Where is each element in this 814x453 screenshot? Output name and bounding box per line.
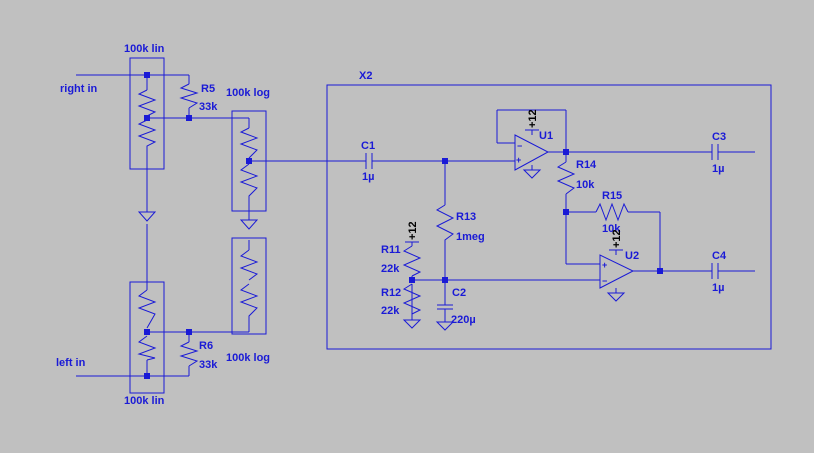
- pot-top-lin-label: 100k lin: [124, 43, 165, 55]
- c3-name: C3: [712, 131, 726, 143]
- u1-plus-sign: +: [516, 155, 521, 165]
- subcircuit-x2-box: [326, 84, 772, 350]
- ground-r12-symbol: [402, 319, 422, 329]
- r5-name: R5: [201, 83, 215, 95]
- u2-opamp: [599, 254, 635, 289]
- r6-resistor: [179, 341, 199, 367]
- junction-dot: [144, 373, 150, 379]
- junction-dot: [246, 158, 252, 164]
- junction-dot: [144, 115, 150, 121]
- r15-value: 10k: [602, 223, 621, 235]
- pot-top-log-body: [231, 110, 267, 212]
- left-in-label: left in: [56, 357, 86, 369]
- pot-top-lin-upper-resistor: [137, 89, 157, 117]
- r12-resistor: [402, 283, 422, 315]
- r14-resistor: [556, 161, 576, 195]
- u2-minus-sign: −: [602, 276, 607, 286]
- junction-dot: [563, 149, 569, 155]
- junction-dot: [563, 209, 569, 215]
- r11-value: 22k: [381, 263, 400, 275]
- junction-dot: [442, 158, 448, 164]
- pot-bottom-lin-lower-resistor: [137, 335, 157, 361]
- r13-resistor: [435, 204, 455, 244]
- u1-supply-label: +12: [527, 109, 539, 128]
- r11-name: R11: [381, 244, 401, 256]
- pot-top-log-upper-resistor: [239, 127, 259, 159]
- r15-resistor: [595, 202, 629, 222]
- right-in-label: right in: [60, 83, 98, 95]
- c4-value: 1µ: [712, 282, 724, 294]
- r5-value: 33k: [199, 101, 218, 113]
- c2-name: C2: [452, 287, 466, 299]
- pot-bottom-log-body: [231, 237, 267, 335]
- pot-bottom-log-lower-resistor: [239, 283, 259, 322]
- u1-opamp: [514, 134, 550, 171]
- ground-lin-symbol: [137, 211, 157, 222]
- junction-dot: [657, 268, 663, 274]
- pot-bottom-lin-body: [129, 281, 165, 394]
- r14-name: R14: [576, 159, 597, 171]
- u2-plus-sign: +: [602, 260, 607, 270]
- r12-name: R12: [381, 287, 401, 299]
- ground-log-symbol: [239, 219, 259, 230]
- u1-name: U1: [539, 130, 553, 142]
- c1-name: C1: [361, 140, 375, 152]
- r6-value: 33k: [199, 359, 218, 371]
- r11-resistor: [402, 245, 422, 277]
- ground-u2-symbol: [606, 292, 626, 302]
- junction-dot: [186, 115, 192, 121]
- c2-value: 220µ: [451, 314, 476, 326]
- r13-value: 1meg: [456, 231, 485, 243]
- c1-value: 1µ: [362, 171, 374, 183]
- u1-minus-sign: −: [517, 141, 522, 151]
- r15-name: R15: [602, 190, 622, 202]
- junction-dot: [144, 72, 150, 78]
- c3-value: 1µ: [712, 163, 724, 175]
- c4-name: C4: [712, 250, 727, 262]
- junction-dot: [144, 329, 150, 335]
- r12-value: 22k: [381, 305, 400, 317]
- junction-dot: [186, 329, 192, 335]
- pot-top-log-label: 100k log: [226, 87, 270, 99]
- c3-capacitor: [711, 144, 719, 160]
- r6-name: R6: [199, 340, 213, 352]
- r11-supply-label: +12: [407, 221, 419, 240]
- pot-bottom-lin-label: 100k lin: [124, 395, 165, 407]
- r14-value: 10k: [576, 179, 595, 191]
- r13-name: R13: [456, 211, 476, 223]
- pot-top-log-lower-resistor: [239, 163, 259, 200]
- pot-top-lin-lower-resistor: [137, 119, 157, 156]
- pot-top-lin-body: [129, 57, 165, 170]
- pot-bottom-log-upper-resistor: [239, 249, 259, 281]
- ground-u1-symbol: [522, 169, 542, 179]
- c4-capacitor: [711, 263, 719, 279]
- pot-bottom-lin-upper-resistor: [137, 289, 157, 329]
- c2-capacitor: [437, 304, 453, 310]
- pot-bottom-log-label: 100k log: [226, 352, 270, 364]
- u2-name: U2: [625, 250, 639, 262]
- r5-resistor: [179, 83, 199, 109]
- u2-supply-label: +12: [611, 229, 623, 248]
- junction-dot: [442, 277, 448, 283]
- c1-capacitor: [365, 153, 373, 169]
- wires-pot-network: [76, 74, 330, 377]
- junction-dot: [409, 277, 415, 283]
- subcircuit-label: X2: [359, 70, 372, 82]
- ground-c2-symbol: [435, 321, 455, 331]
